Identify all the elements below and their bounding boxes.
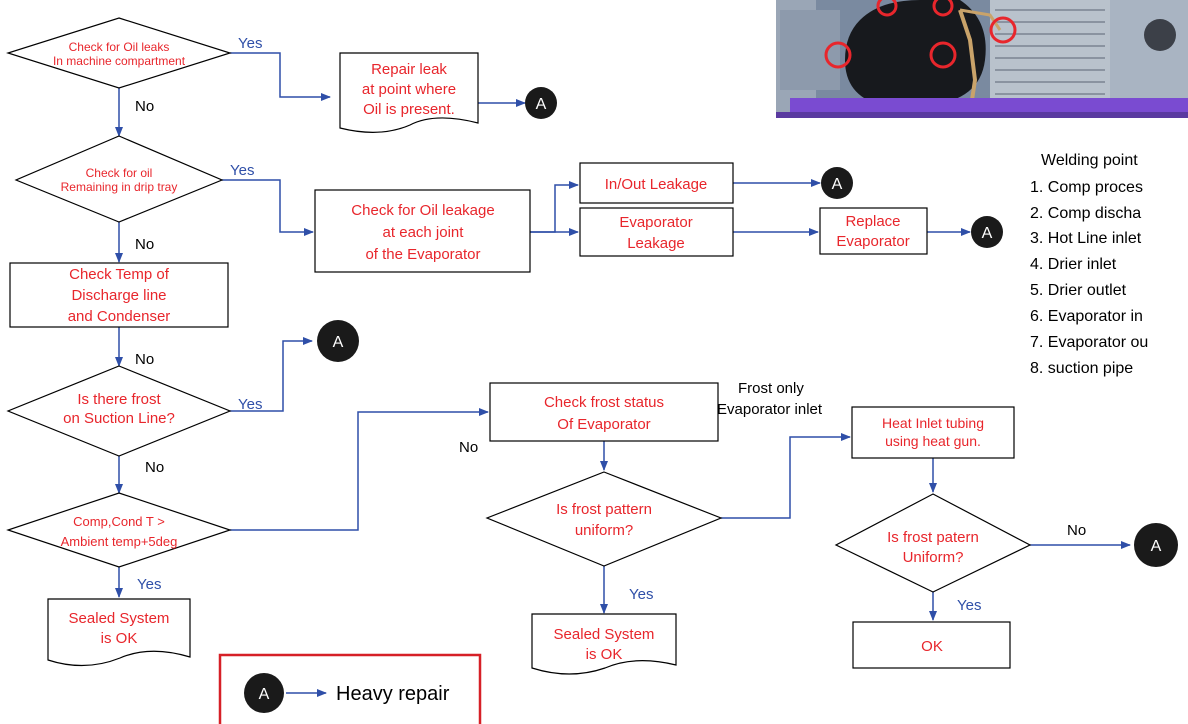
compressor-photo [776, 0, 1188, 120]
yes-label-d4: Yes [238, 396, 262, 413]
process-check-frost-status [489, 382, 719, 442]
welding-item: 3. Hot Line inlet [1030, 230, 1142, 247]
process-check-temp [9, 262, 229, 328]
yes-label-d2: Yes [230, 162, 254, 179]
yes-label-d5: Yes [137, 576, 161, 593]
yes-label-patern: Yes [957, 597, 981, 614]
welding-item: 8. suction pipe [1030, 360, 1133, 377]
process-check-oil-evaporator [314, 189, 531, 273]
connector-a-repair: A [525, 87, 557, 119]
welding-item: 7. Evaporator ou [1030, 334, 1148, 351]
check-evap-line2: at each joint [383, 224, 465, 241]
yes-label-uniform: Yes [629, 586, 653, 603]
d2-line2: Remaining in drip tray [61, 180, 178, 194]
welding-title: Welding point [1041, 152, 1138, 169]
svg-text:A: A [982, 225, 993, 242]
frost-only-line1: Frost only [738, 380, 804, 397]
patern-line2: Uniform? [903, 549, 964, 566]
check-evap-line1: Check for Oil leakage [351, 202, 494, 219]
d5-line1: Comp,Cond T > [73, 514, 165, 529]
connector-a-frost-suction: A [317, 320, 359, 362]
decision-frost-suction [6, 365, 232, 457]
p3-line2: Discharge line [71, 287, 166, 304]
welding-item: 4. Drier inlet [1030, 256, 1117, 273]
welding-item: 2. Comp discha [1030, 205, 1141, 222]
d1-line2: In machine compartment [53, 54, 186, 68]
legend-box [218, 653, 482, 724]
frost-status-line2: Of Evaporator [557, 416, 650, 433]
connector-a-replace: A [971, 216, 1003, 248]
inout-label: In/Out Leakage [605, 176, 708, 193]
process-evaporator-leakage [579, 207, 734, 257]
d4-line2: on Suction Line? [63, 410, 175, 427]
decision-frost-uniform [485, 471, 723, 567]
repair-line1: Repair leak [371, 61, 447, 78]
sealed2-line1: Sealed System [554, 626, 655, 643]
document-sealed-system-2 [531, 613, 677, 675]
sealed2-line2: is OK [586, 646, 623, 663]
uniform-line2: uniform? [575, 522, 633, 539]
svg-text:A: A [259, 686, 270, 703]
patern-line1: Is frost patern [887, 529, 979, 546]
heat-line2: using heat gun. [885, 433, 981, 449]
welding-item: 6. Evaporator in [1030, 308, 1143, 325]
flow-lines [115, 52, 1131, 621]
yes-label-d1: Yes [238, 35, 262, 52]
welding-item: 1. Comp proces [1030, 179, 1143, 196]
svg-text:A: A [832, 176, 843, 193]
frost-only-line2: Evaporator inlet [717, 401, 823, 418]
frost-status-line1: Check frost status [544, 394, 664, 411]
decision-frost-patern [834, 493, 1032, 593]
svg-text:A: A [536, 96, 547, 113]
process-ok [852, 621, 1011, 669]
p3-line1: Check Temp of [69, 266, 170, 283]
process-replace-evaporator [819, 207, 928, 255]
welding-item: 5. Drier outlet [1030, 282, 1127, 299]
heat-line1: Heat Inlet tubing [882, 415, 984, 431]
legend-label: Heavy repair [336, 683, 450, 705]
decision-oil-leaks [6, 17, 232, 89]
connector-a-in-out: A [821, 167, 853, 199]
repair-line2: at point where [362, 81, 456, 98]
no-label-d5: No [459, 439, 478, 456]
process-heat-inlet [851, 406, 1015, 459]
replace-line2: Evaporator [836, 233, 909, 250]
replace-line1: Replace [845, 213, 900, 230]
check-evap-line3: of the Evaporator [365, 246, 480, 263]
document-sealed-system-1 [47, 598, 191, 667]
d1-line1: Check for Oil leaks [69, 40, 170, 54]
no-label-d4: No [145, 459, 164, 476]
ok-label: OK [921, 638, 943, 655]
connector-a-frost-patern: A [1134, 523, 1178, 567]
decision-comp-cond-temp [6, 492, 232, 568]
uniform-line1: Is frost pattern [556, 501, 652, 518]
d5-line2: Ambient temp+5deg [61, 534, 178, 549]
decision-oil-drip-tray [14, 135, 224, 223]
no-label-p3: No [135, 351, 154, 368]
d4-line1: Is there frost [77, 391, 161, 408]
no-label-d2: No [135, 236, 154, 253]
d2-line1: Check for oil [86, 166, 153, 180]
no-label-patern: No [1067, 522, 1086, 539]
svg-text:A: A [1151, 538, 1162, 555]
no-label-d1: No [135, 98, 154, 115]
document-repair-leak [339, 52, 479, 133]
sealed1-line1: Sealed System [69, 610, 170, 627]
evap-leak-line1: Evaporator [619, 214, 692, 231]
svg-text:A: A [333, 334, 344, 351]
p3-line3: and Condenser [68, 308, 171, 325]
legend-connector: A [244, 673, 284, 713]
evap-leak-line2: Leakage [627, 235, 685, 252]
process-in-out-leakage [579, 162, 734, 204]
sealed1-line2: is OK [101, 630, 138, 647]
repair-line3: Oil is present. [363, 101, 455, 118]
